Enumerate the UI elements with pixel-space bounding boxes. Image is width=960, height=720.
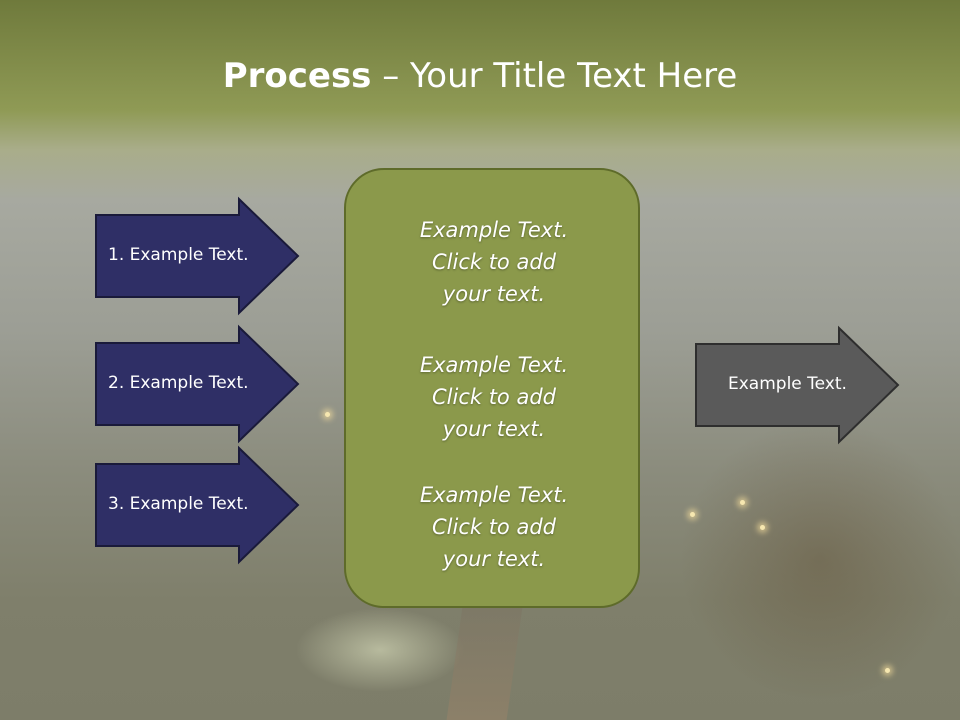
paragraph-line: Example Text. [419, 483, 569, 507]
step-arrow-1[interactable]: 1. Example Text. [95, 196, 300, 316]
paragraph-line: your text. [442, 282, 546, 306]
step-label-1: 1. Example Text. [108, 245, 249, 265]
arrow-shape [95, 324, 300, 444]
step-label-2: 2. Example Text. [108, 373, 249, 393]
result-arrow[interactable]: Example Text. [695, 325, 900, 445]
paragraph-line: Click to add [431, 515, 556, 539]
step-label-3: 3. Example Text. [108, 494, 249, 514]
paragraph-line: Example Text. [419, 218, 569, 242]
title-rest: – Your Title Text Here [371, 56, 738, 96]
center-paragraph-3: Example Text. Click to add your text. [346, 479, 642, 575]
background-light [760, 525, 765, 530]
step-arrow-2[interactable]: 2. Example Text. [95, 324, 300, 444]
slide-title[interactable]: Process – Your Title Text Here [0, 56, 960, 96]
background-light [740, 500, 745, 505]
arrow-shape [95, 445, 300, 565]
step-arrow-3[interactable]: 3. Example Text. [95, 445, 300, 565]
paragraph-line: Click to add [431, 385, 556, 409]
paragraph-line: your text. [442, 547, 546, 571]
center-paragraph-1: Example Text. Click to add your text. [346, 214, 642, 310]
paragraph-line: Example Text. [419, 353, 569, 377]
result-label: Example Text. [728, 374, 847, 394]
paragraph-line: your text. [442, 417, 546, 441]
center-text-box[interactable]: Example Text. Click to add your text. Ex… [344, 168, 640, 608]
background-light [690, 512, 695, 517]
title-bold: Process [222, 56, 372, 96]
background-light [325, 412, 330, 417]
background-light [885, 668, 890, 673]
center-paragraph-2: Example Text. Click to add your text. [346, 349, 642, 445]
arrow-shape [695, 325, 900, 445]
arrow-shape [95, 196, 300, 316]
paragraph-line: Click to add [431, 250, 556, 274]
